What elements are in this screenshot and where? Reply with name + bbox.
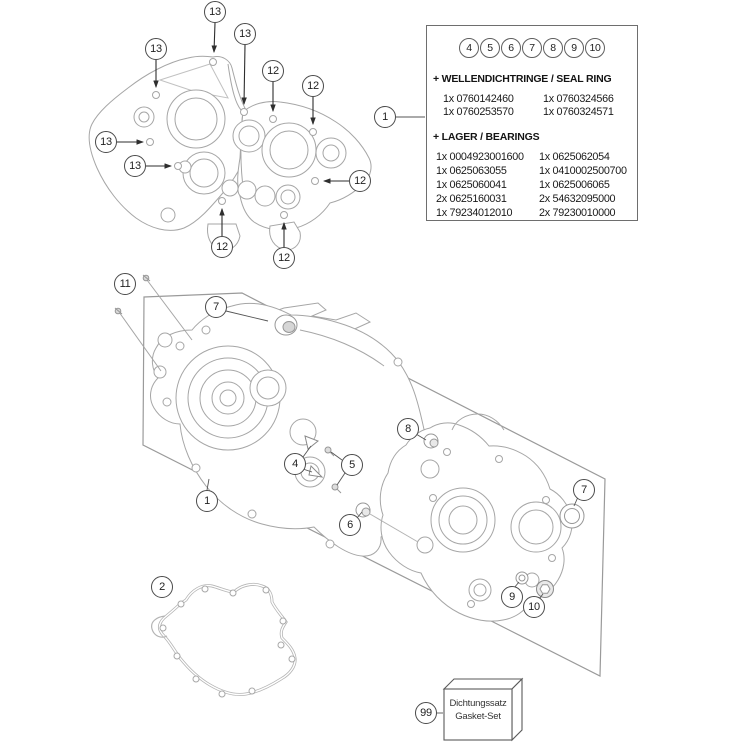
ref-circle-4: 4: [459, 38, 479, 58]
ref-circle-8: 8: [543, 38, 563, 58]
ref-circles-row: 4 5 6 7 8 9 10: [427, 38, 637, 58]
ref-circle-9: 9: [564, 38, 584, 58]
callout-11: 11: [114, 273, 136, 295]
engine-case-assembly-art: [88, 55, 372, 251]
ref-circle-10: 10: [585, 38, 605, 58]
callout-12-3: 12: [349, 170, 371, 192]
part-number: 1x 0760324571: [543, 106, 614, 118]
callout-9: 9: [501, 586, 523, 608]
callout-8: 8: [397, 418, 419, 440]
callout-10: 10: [523, 596, 545, 618]
callout-13-5: 13: [124, 155, 146, 177]
part-number: 1x 0760253570: [443, 106, 514, 118]
seal-ring-row: 1x 0760142460 1x 0760324566: [443, 94, 614, 105]
part-number: 1x 0410002500700: [539, 165, 627, 177]
callout-4: 4: [284, 453, 306, 475]
bearing-row: 1x 0004923001600 1x 0625062054: [436, 152, 610, 163]
callout-99: 99: [415, 702, 437, 724]
callout-1-assembly: 1: [196, 490, 218, 512]
gasket-set-label-en: Gasket-Set: [455, 710, 501, 722]
part-number: 1x 0625062054: [539, 151, 610, 163]
right-case-half-art: [379, 413, 573, 622]
clutch-cover-gasket-art: [151, 582, 297, 698]
callout-5: 5: [341, 454, 363, 476]
part-number: 1x 0625063055: [436, 165, 507, 177]
callout-12-1: 12: [262, 60, 284, 82]
parts-info-box: 4 5 6 7 8 9 10 + WELLENDICHTRINGE / SEAL…: [426, 25, 638, 221]
callout-7-right: 7: [573, 479, 595, 501]
callout-1-infobox: 1: [374, 106, 396, 128]
callout-12-5: 12: [273, 247, 295, 269]
callout-13-4: 13: [95, 131, 117, 153]
gasket-set-box-art: [442, 677, 524, 742]
part-number: 2x 79230010000: [539, 207, 616, 219]
part-number: 1x 0625060041: [436, 179, 507, 191]
part-number: 1x 0004923001600: [436, 151, 524, 163]
part-number: 1x 0760324566: [543, 93, 614, 105]
callout-6: 6: [339, 514, 361, 536]
callout-13-2: 13: [145, 38, 167, 60]
ref-circle-5: 5: [480, 38, 500, 58]
bearing-row: 1x 0625060041 1x 0625006065: [436, 180, 610, 191]
callout-7-left: 7: [205, 296, 227, 318]
seal-ring-row: 1x 0760253570 1x 0760324571: [443, 107, 614, 118]
part-number: 1x 0625006065: [539, 179, 610, 191]
gasket-set-label: Dichtungssatz Gasket-Set: [445, 698, 511, 723]
ref-circle-7: 7: [522, 38, 542, 58]
callout-12-4: 12: [211, 236, 233, 258]
bearing-row: 2x 0625160031 2x 54632095000: [436, 193, 616, 205]
callout-arrows: [117, 22, 349, 247]
callout-13-3: 13: [234, 23, 256, 45]
gasket-set-label-de: Dichtungssatz: [449, 698, 507, 709]
part-number: 2x 54632095000: [539, 193, 616, 205]
ref-circle-6: 6: [501, 38, 521, 58]
bearing-row: 1x 79234012010 2x 79230010000: [436, 207, 616, 219]
callout-12-2: 12: [302, 75, 324, 97]
callout-2: 2: [151, 576, 173, 598]
part-number: 2x 0625160031: [436, 193, 507, 205]
part-number: 1x 79234012010: [436, 207, 513, 219]
part-number: 1x 0760142460: [443, 93, 514, 105]
small-parts-art: [114, 274, 585, 598]
bearing-row: 1x 0625063055 1x 0410002500700: [436, 166, 627, 177]
callout-13-1: 13: [204, 1, 226, 23]
assembly-boundary: [142, 292, 606, 677]
bearings-section-title: + LAGER / BEARINGS: [433, 131, 540, 143]
seal-ring-section-title: + WELLENDICHTRINGE / SEAL RING: [433, 73, 612, 85]
